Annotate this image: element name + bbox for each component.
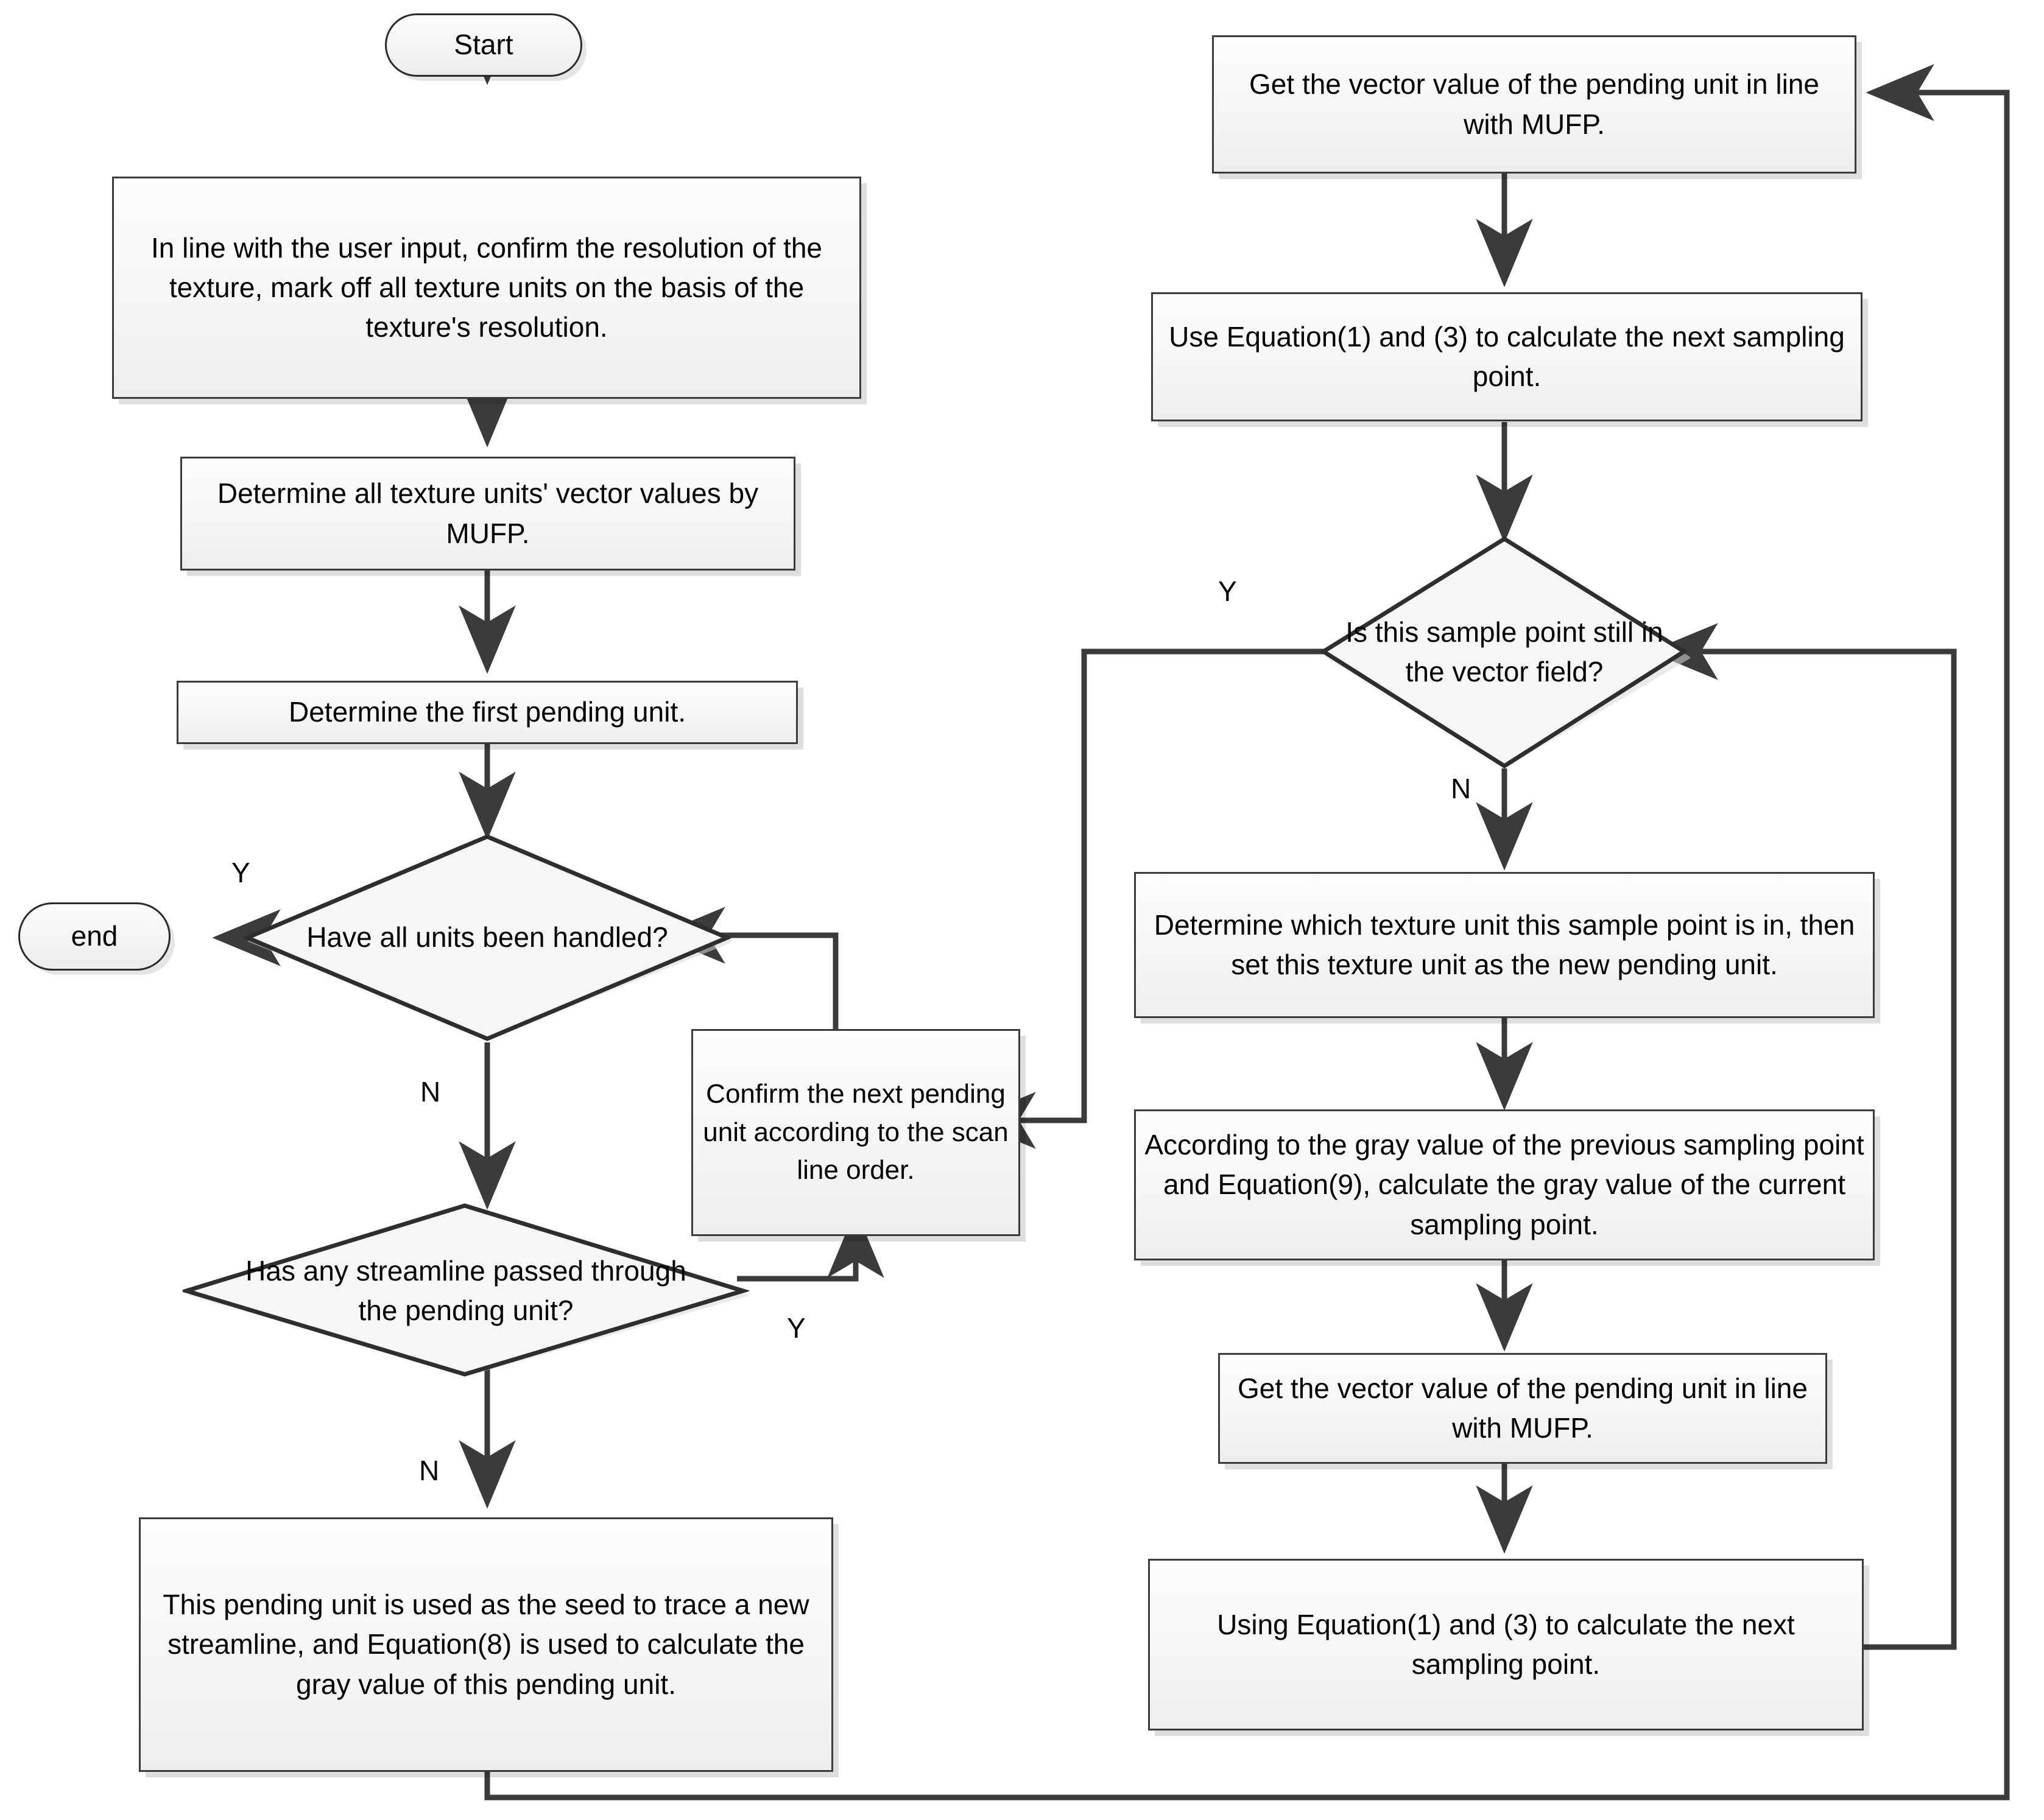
node-determine-first-pending-unit[interactable]: Determine the first pending unit. xyxy=(177,681,798,744)
node-use-equation-1-3-label: Use Equation(1) and (3) to calculate the… xyxy=(1169,320,1845,392)
edge-label-d1-yes: Y xyxy=(231,857,250,888)
edge-label-d1-no: N xyxy=(420,1076,441,1108)
node-decision-streamline-passed[interactable]: Has any streamline passed through the pe… xyxy=(183,1203,749,1379)
node-start[interactable]: Start xyxy=(385,13,582,77)
node-decision-sample-in-vector-field[interactable]: Is this sample point still in the vector… xyxy=(1319,536,1690,768)
node-using-equation-1-3[interactable]: Using Equation(1) and (3) to calculate t… xyxy=(1148,1559,1864,1730)
node-decision-sample-in-vector-field-label: Is this sample point still in the vector… xyxy=(1345,616,1663,687)
node-get-vector-value-top-label: Get the vector value of the pending unit… xyxy=(1249,68,1819,140)
diamond-shape xyxy=(244,834,731,1041)
diamond-shape xyxy=(1319,536,1690,768)
node-decision-streamline-passed-label: Has any streamline passed through the pe… xyxy=(245,1254,686,1326)
node-use-equation-1-3[interactable]: Use Equation(1) and (3) to calculate the… xyxy=(1151,292,1863,421)
node-seed-new-streamline[interactable]: This pending unit is used as the seed to… xyxy=(139,1517,833,1772)
node-get-vector-value-top[interactable]: Get the vector value of the pending unit… xyxy=(1212,35,1856,174)
node-calc-gray-value-label: According to the gray value of the previ… xyxy=(1144,1129,1864,1240)
node-end[interactable]: end xyxy=(18,902,171,971)
edge-label-d2-yes: Y xyxy=(787,1312,806,1344)
node-decision-all-units-handled[interactable]: Have all units been handled? xyxy=(244,833,731,1042)
node-using-equation-1-3-label: Using Equation(1) and (3) to calculate t… xyxy=(1217,1608,1795,1680)
node-determine-first-pending-unit-label: Determine the first pending unit. xyxy=(288,696,686,728)
edge-label-d3-no: N xyxy=(1451,773,1471,804)
node-confirm-next-pending-unit[interactable]: Confirm the next pending unit according … xyxy=(691,1029,1020,1236)
node-confirm-next-pending-unit-label: Confirm the next pending unit according … xyxy=(703,1079,1009,1186)
node-calc-gray-value[interactable]: According to the gray value of the previ… xyxy=(1134,1109,1875,1260)
node-decision-all-units-handled-label: Have all units been handled? xyxy=(306,921,668,954)
node-start-label: Start xyxy=(454,29,513,61)
node-determine-vector-values-label: Determine all texture units' vector valu… xyxy=(217,477,759,549)
node-determine-texture-unit[interactable]: Determine which texture unit this sample… xyxy=(1134,872,1875,1018)
node-end-label: end xyxy=(71,920,118,952)
edge-label-d3-yes: Y xyxy=(1218,575,1237,607)
node-determine-vector-values[interactable]: Determine all texture units' vector valu… xyxy=(180,457,795,571)
node-get-vector-value-bottom-label: Get the vector value of the pending unit… xyxy=(1238,1372,1808,1444)
node-get-vector-value-bottom[interactable]: Get the vector value of the pending unit… xyxy=(1218,1353,1827,1464)
node-seed-new-streamline-label: This pending unit is used as the seed to… xyxy=(163,1589,809,1700)
node-confirm-resolution-label: In line with the user input, confirm the… xyxy=(150,231,823,343)
edge-label-d2-no: N xyxy=(419,1455,440,1486)
diamond-shape xyxy=(183,1203,749,1377)
node-determine-texture-unit-label: Determine which texture unit this sample… xyxy=(1154,908,1855,980)
node-confirm-resolution[interactable]: In line with the user input, confirm the… xyxy=(112,177,861,399)
